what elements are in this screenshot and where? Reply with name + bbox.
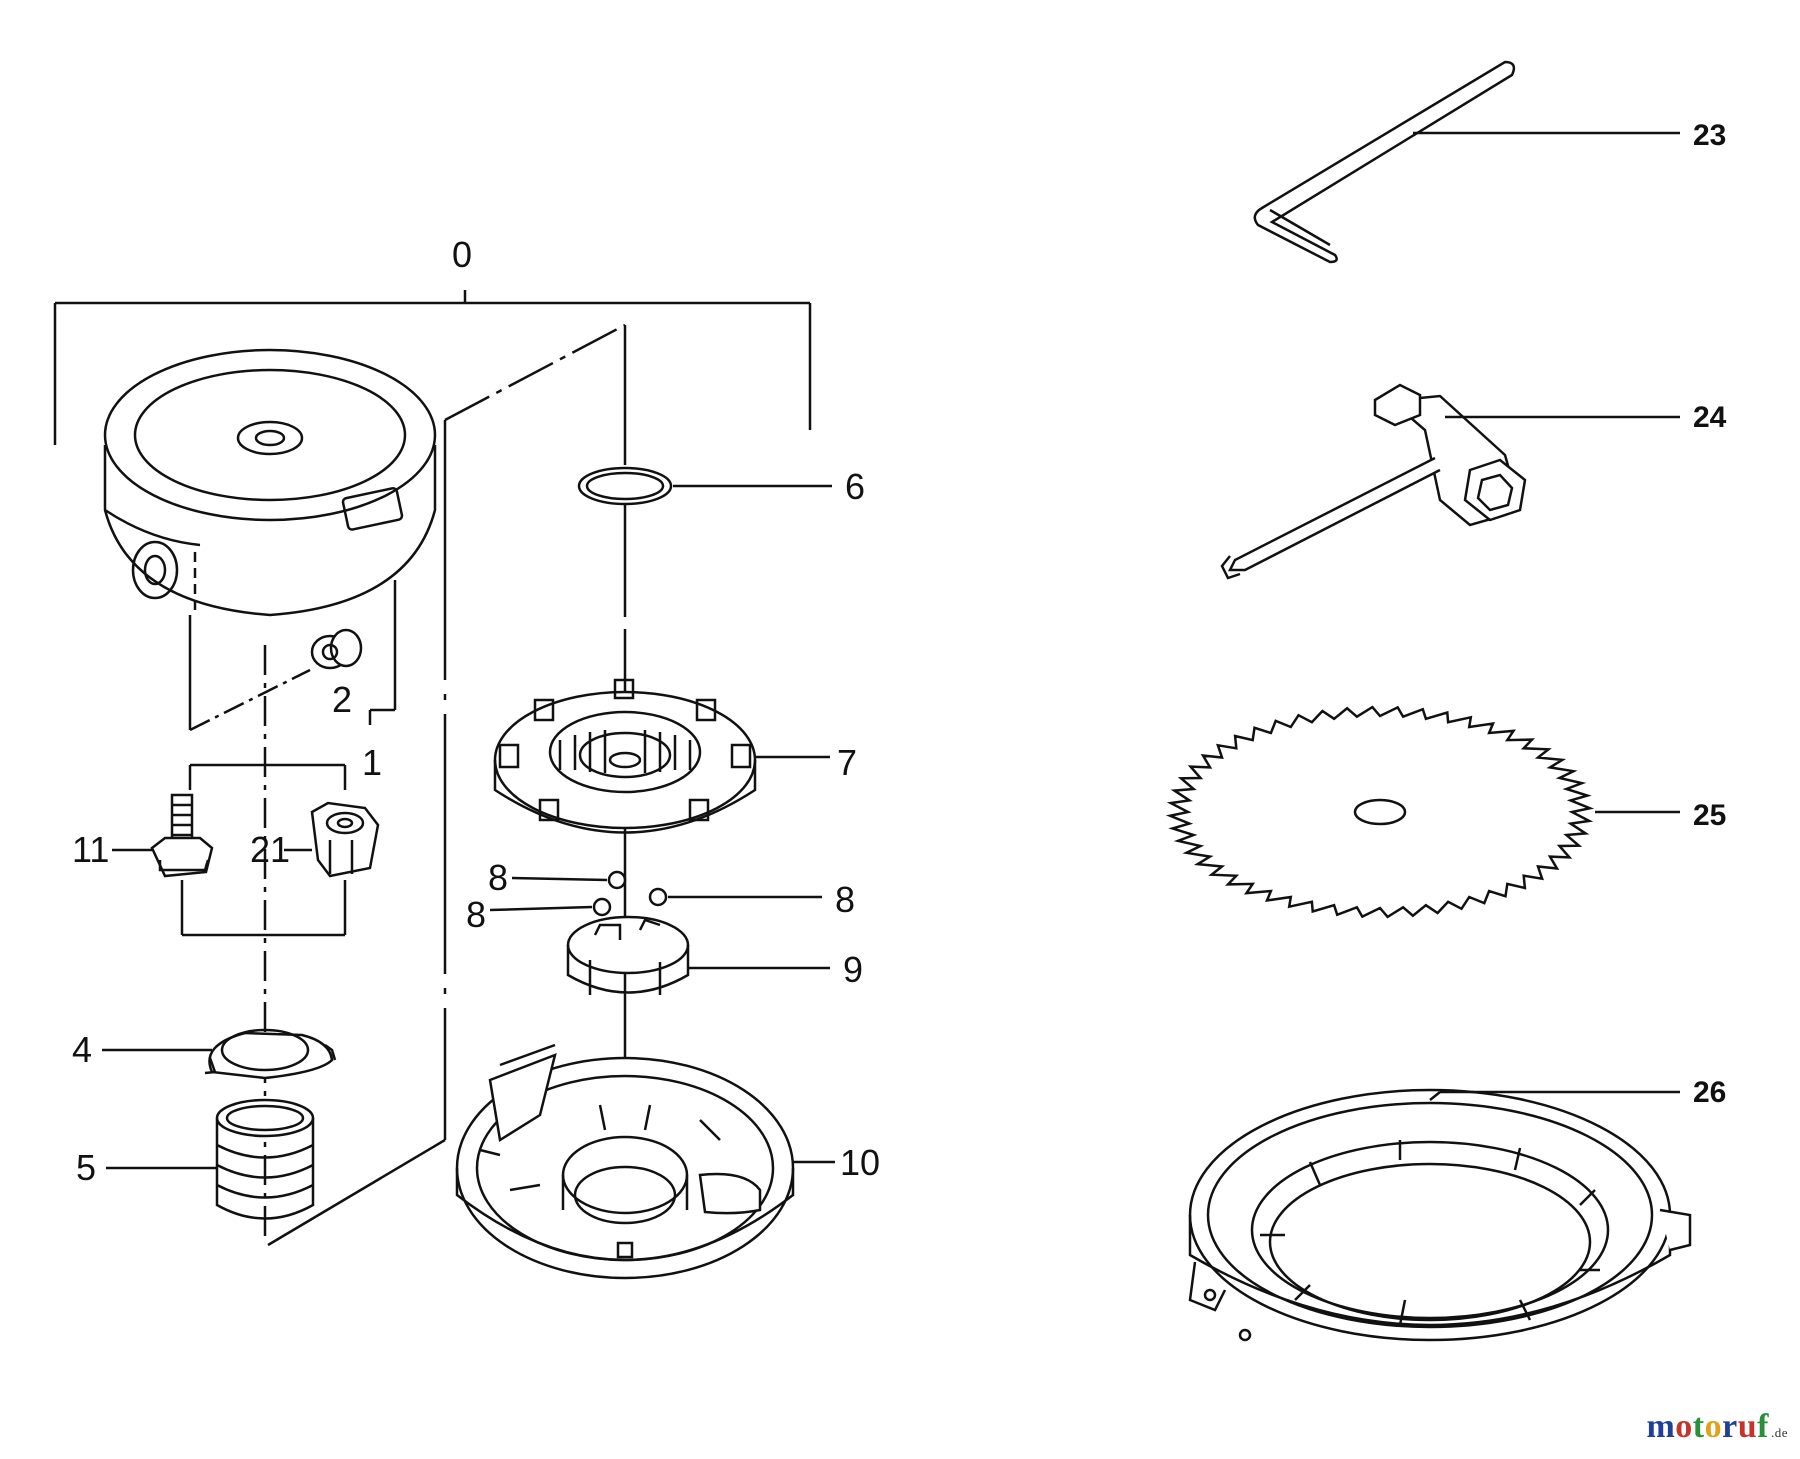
label-2: 2 <box>332 679 352 720</box>
label-4: 4 <box>72 1029 92 1070</box>
watermark-letter: t <box>1692 1408 1705 1445</box>
t-wrench <box>1220 383 1527 580</box>
watermark-letter: m <box>1646 1408 1676 1445</box>
label-9: 9 <box>843 949 863 990</box>
label-1: 1 <box>362 742 382 783</box>
label-0: 0 <box>452 234 472 275</box>
watermark-letter: o <box>1675 1408 1693 1445</box>
o-ring <box>577 466 673 506</box>
label-7: 7 <box>837 742 857 783</box>
watermark-letter: u <box>1737 1408 1758 1445</box>
nut <box>310 801 380 878</box>
spring <box>215 1098 315 1220</box>
label-25: 25 <box>1693 799 1726 832</box>
bolt-nut-bracket <box>180 763 347 937</box>
label-8-top: 8 <box>488 857 508 898</box>
bracket-1 <box>188 580 397 732</box>
label-8-right: 8 <box>835 879 855 920</box>
watermark-letter: o <box>1704 1408 1723 1445</box>
head-housing <box>103 348 437 617</box>
balls <box>592 870 668 917</box>
label-5: 5 <box>76 1147 96 1188</box>
spool-base <box>455 1043 795 1280</box>
watermark-suffix: .de <box>1770 1425 1788 1440</box>
watermark-letter: f <box>1757 1408 1769 1445</box>
assembly-bracket <box>53 290 812 445</box>
label-6: 6 <box>845 466 865 507</box>
label-24: 24 <box>1693 401 1727 434</box>
cam <box>566 915 690 995</box>
label-23: 23 <box>1693 119 1726 152</box>
washer <box>204 1028 337 1080</box>
label-21: 21 <box>250 829 290 870</box>
hex-key <box>1253 60 1516 264</box>
guard-ring <box>1188 1088 1692 1342</box>
label-8-left: 8 <box>466 894 486 935</box>
grommet <box>310 628 363 670</box>
guide-lines <box>267 323 626 1247</box>
saw-blade[interactable] <box>1165 705 1595 919</box>
label-11: 11 <box>72 829 109 870</box>
watermark-letter: r <box>1722 1408 1738 1445</box>
label-26: 26 <box>1693 1076 1726 1109</box>
bolt <box>150 793 214 878</box>
label-10: 10 <box>840 1142 880 1183</box>
watermark-logo: motoruf.de <box>1646 1408 1788 1446</box>
gear-plate <box>493 678 757 834</box>
